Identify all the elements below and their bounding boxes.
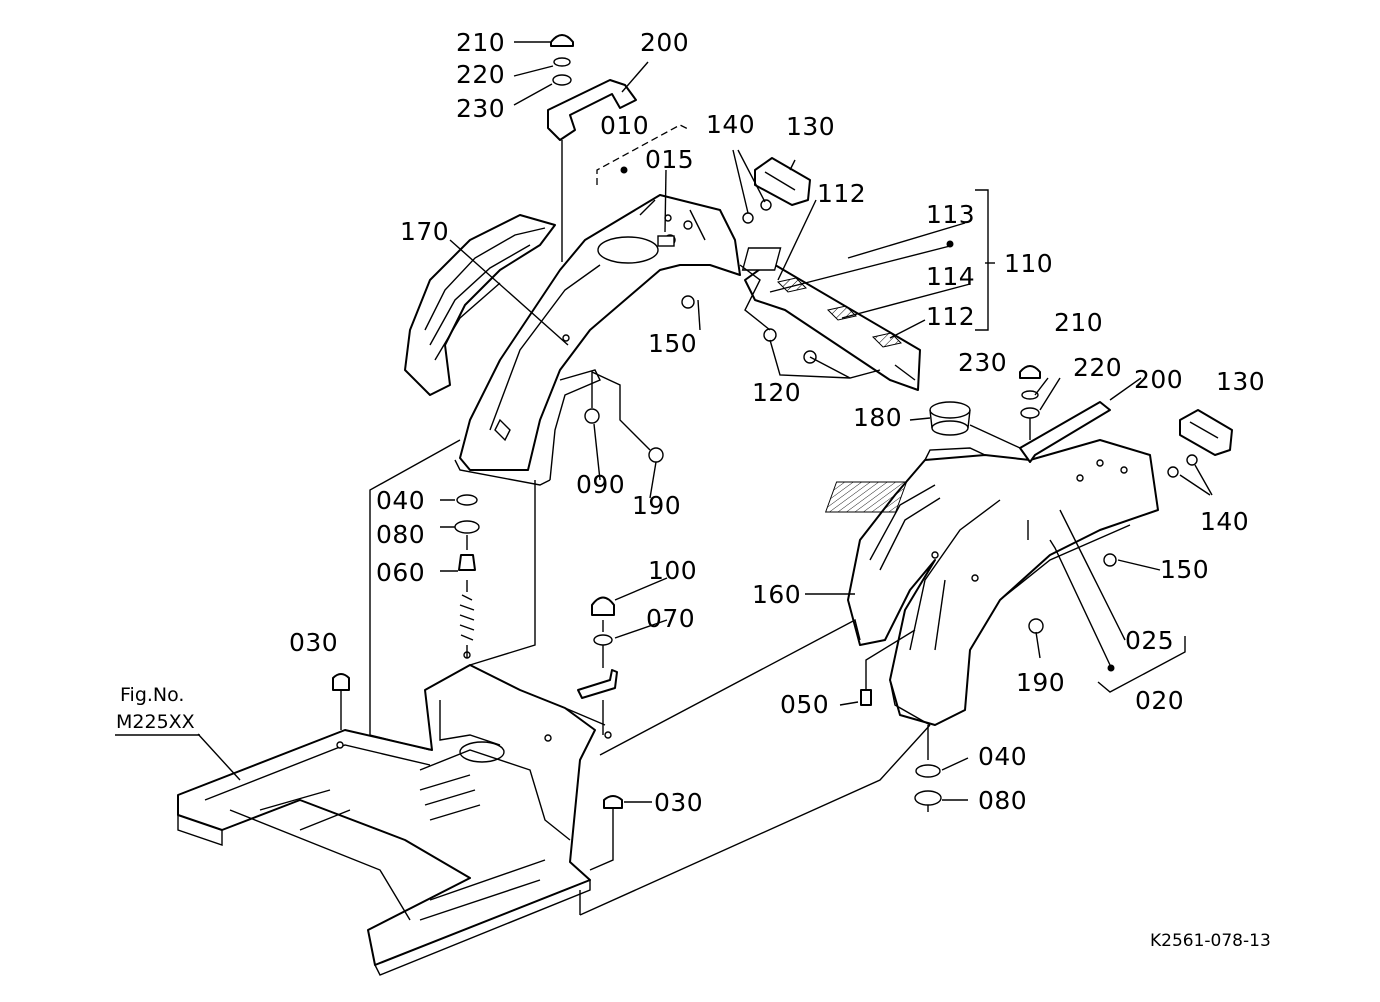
part-label: 025 [1125,626,1175,655]
figure-reference-number: M225XX [116,711,195,733]
leader-lines [115,41,1213,916]
right-stop-pad [1179,409,1233,456]
part-label: 190 [632,491,682,520]
part-label: 140 [706,110,756,139]
part-label: 210 [456,28,506,57]
assembly-brackets [596,124,1186,693]
part-label: 220 [456,60,506,89]
part-label: 100 [648,556,698,585]
right-fender [824,439,1159,726]
part-label: 114 [926,262,976,291]
floor-deck [177,651,612,976]
part-label: 015 [645,145,695,174]
part-label: 030 [289,628,339,657]
part-label: 230 [456,94,506,123]
left-mat [404,214,556,396]
part-label: 050 [780,690,830,719]
part-label: 230 [958,348,1008,377]
part-label: 080 [376,520,426,549]
grommet-180 [929,401,971,436]
figure-reference-label: Fig.No. [120,684,185,706]
rear-bracket [744,261,921,391]
part-label: 210 [1054,308,1104,337]
part-label: 220 [1073,353,1123,382]
part-label: 120 [752,378,802,407]
part-label: 130 [1216,367,1266,396]
part-label: 020 [1135,686,1185,715]
part-label: 160 [752,580,802,609]
part-label: 200 [640,28,690,57]
part-label: 040 [376,486,426,515]
part-label: 190 [1016,668,1066,697]
part-label: 080 [978,786,1028,815]
left-stop-pad [754,157,811,206]
part-label: 010 [600,111,650,140]
part-label: 090 [576,470,626,499]
part-label: 150 [648,329,698,358]
part-label: 180 [853,403,903,432]
part-label: 170 [400,217,450,246]
part-label: 030 [654,788,704,817]
part-label: 150 [1160,555,1210,584]
part-label: 140 [1200,507,1250,536]
part-label: 200 [1134,365,1184,394]
part-label: 040 [978,742,1028,771]
part-label: 130 [786,112,836,141]
right-handle [1019,401,1111,463]
drawing-number: K2561-078-13 [1150,931,1271,951]
part-label: 112 [926,302,976,331]
part-label: 070 [646,604,696,633]
part-label: 110 [1004,249,1054,278]
part-label: 113 [926,200,976,229]
left-handle [547,79,637,141]
left-fender [454,194,741,486]
part-label: 060 [376,558,426,587]
part-label: 112 [817,179,867,208]
assembly-markers [620,166,1115,672]
